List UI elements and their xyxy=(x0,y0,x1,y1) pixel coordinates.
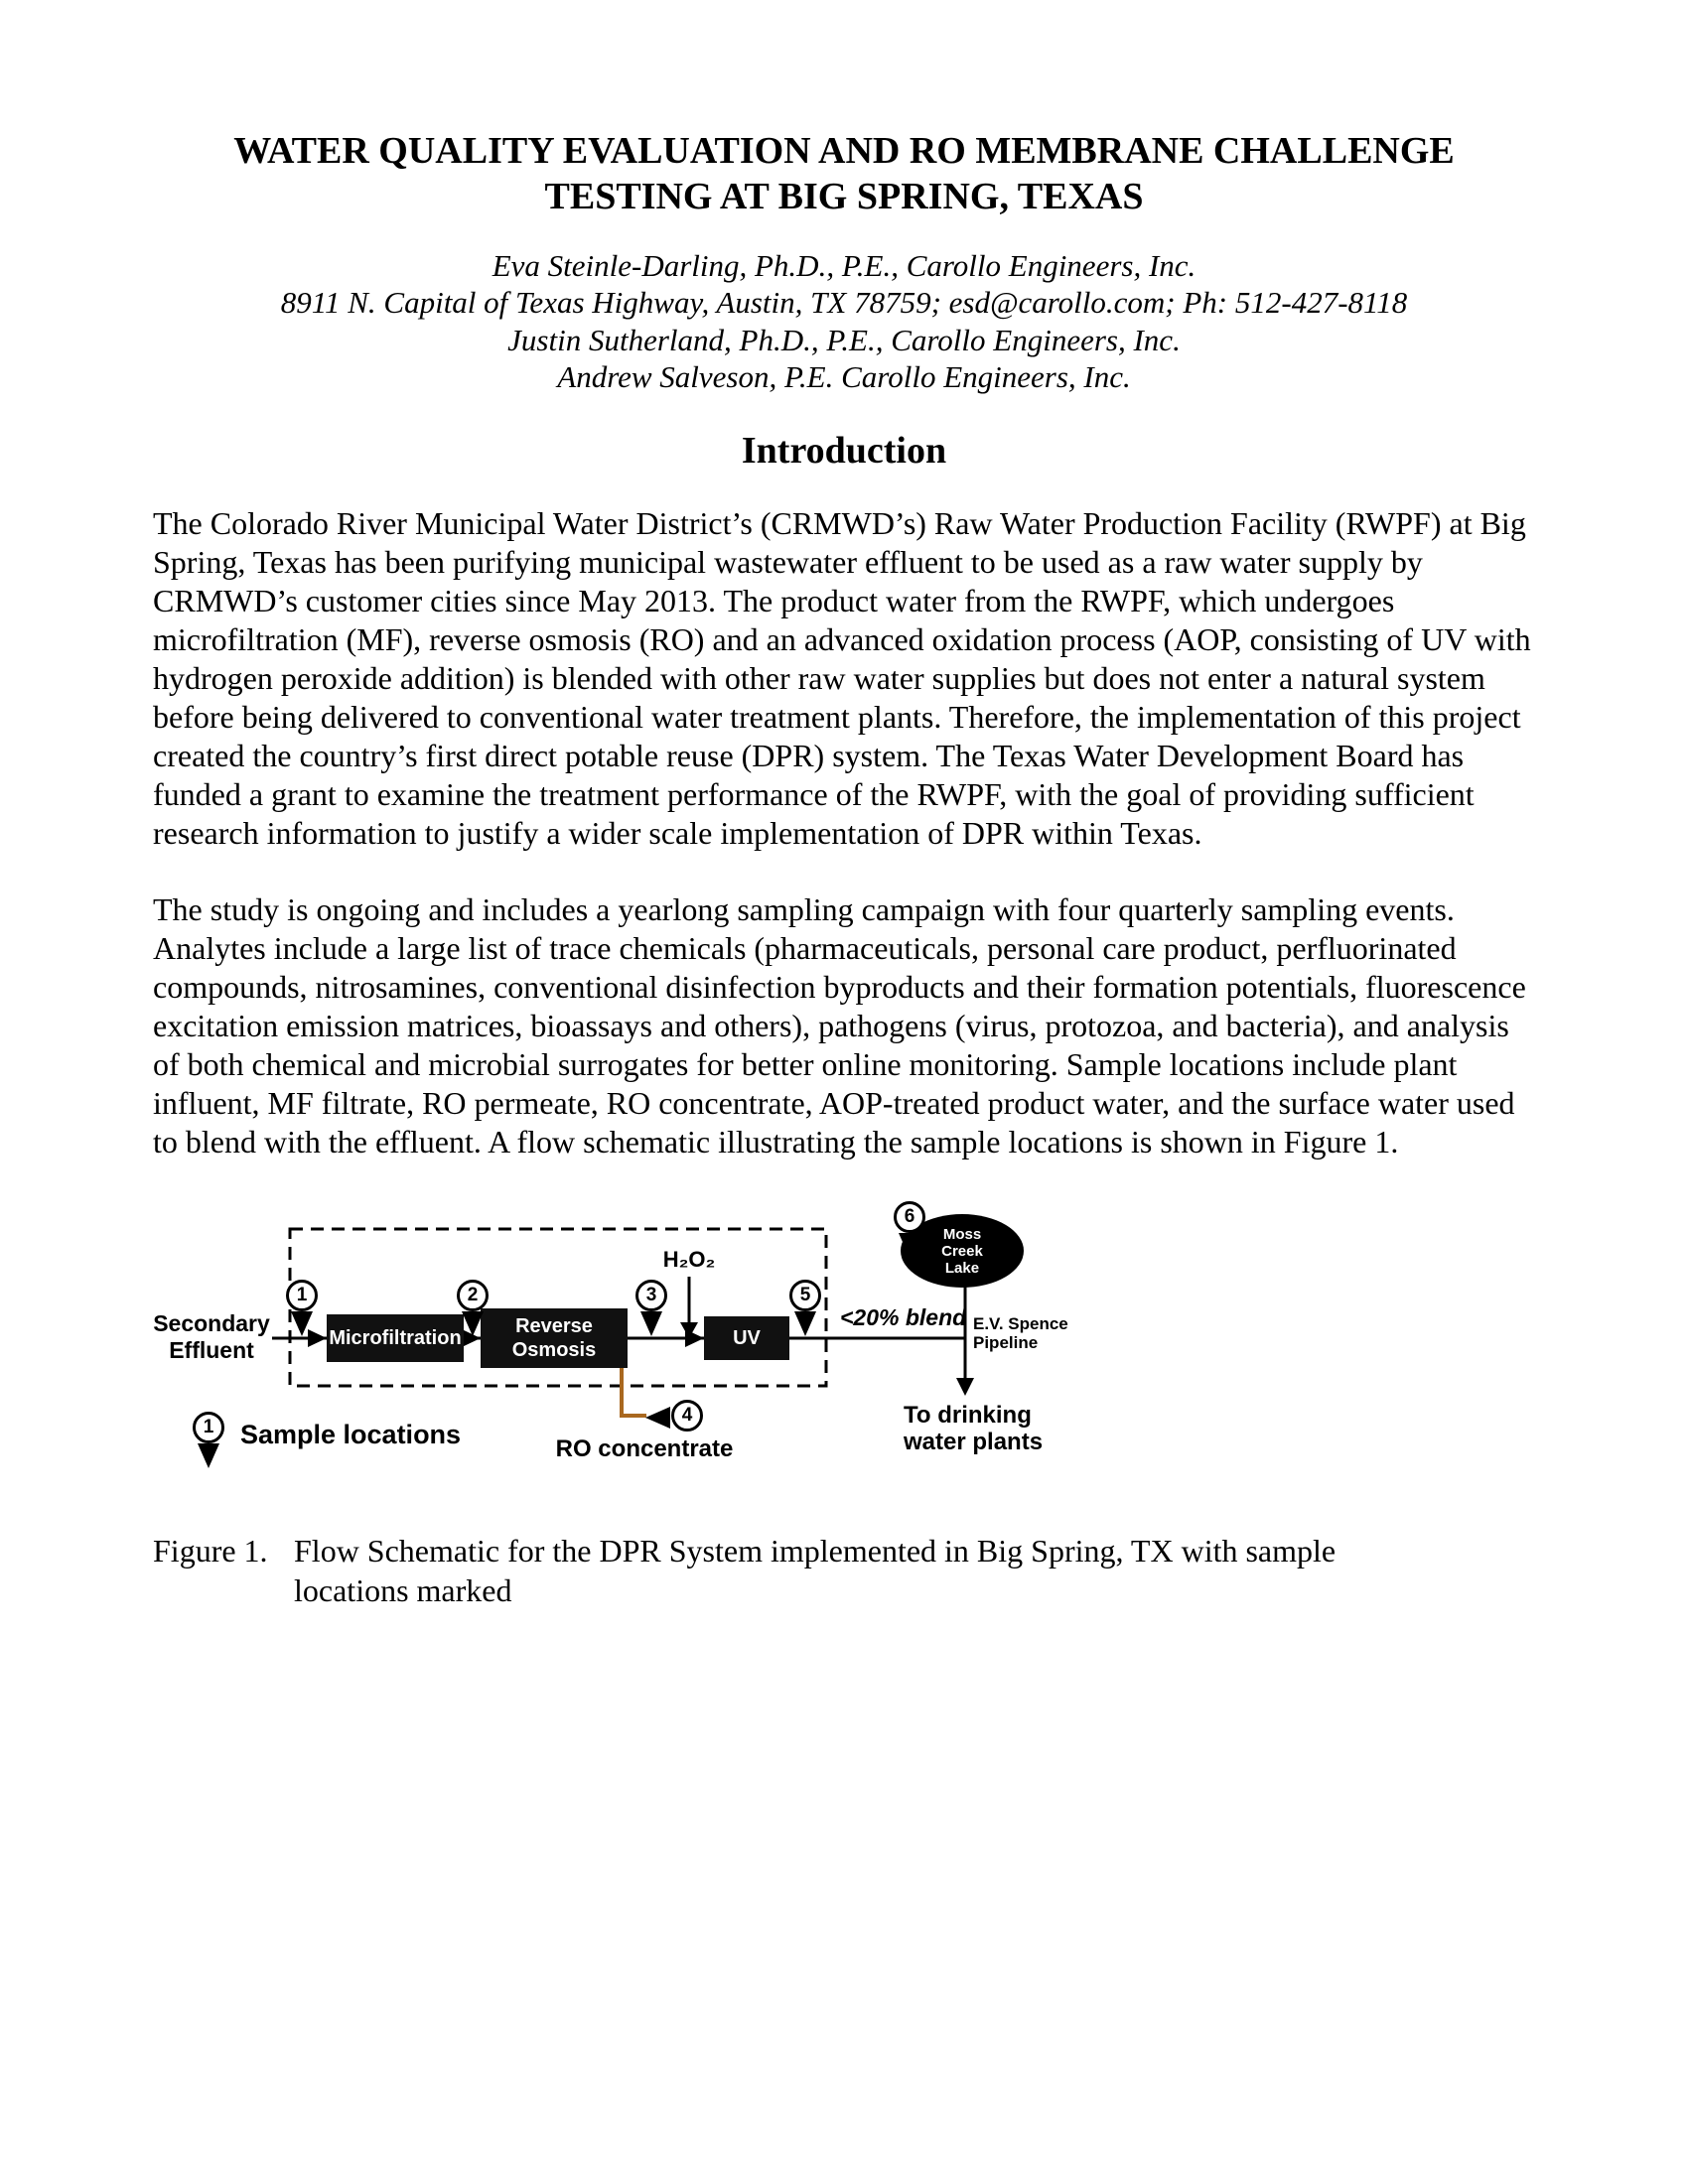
sample-location-marker-2: 2 xyxy=(456,1279,490,1336)
legend-pin-pointer-icon xyxy=(198,1442,219,1468)
author-line-3: Justin Sutherland, Ph.D., P.E., Carollo … xyxy=(507,322,1181,357)
figure-caption: Figure 1. Flow Schematic for the DPR Sys… xyxy=(153,1531,1535,1610)
author-line-2: 8911 N. Capital of Texas Highway, Austin… xyxy=(280,285,1408,321)
sample-location-marker-5: 5 xyxy=(788,1279,822,1336)
legend-pin-number: 1 xyxy=(193,1411,224,1443)
marker-4-number: 4 xyxy=(671,1399,703,1432)
marker-6-pointer-icon xyxy=(899,1232,920,1258)
paragraph-2: The study is ongoing and includes a year… xyxy=(153,890,1526,1160)
author-line-4: Andrew Salveson, P.E. Carollo Engineers,… xyxy=(557,358,1131,394)
marker-1-pointer-icon xyxy=(291,1310,313,1336)
section-heading-introduction: Introduction xyxy=(741,429,947,472)
sample-location-marker-4: 4 xyxy=(645,1399,703,1432)
figure-caption-label: Figure 1. xyxy=(153,1532,268,1569)
blend-percent-label: <20% blend xyxy=(840,1303,967,1330)
marker-2-number: 2 xyxy=(457,1279,489,1311)
sample-location-marker-3: 3 xyxy=(634,1279,668,1336)
moss-creek-lake-label: Moss Creek Lake xyxy=(941,1225,983,1277)
ro-concentrate-line xyxy=(620,1367,646,1418)
reverse-osmosis-box: Reverse Osmosis xyxy=(481,1307,628,1368)
arrow-to-drinking-water xyxy=(956,1377,974,1396)
sample-locations-legend-label: Sample locations xyxy=(240,1419,462,1449)
marker-5-pointer-icon xyxy=(794,1310,816,1336)
paragraph-1: The Colorado River Municipal Water Distr… xyxy=(153,504,1531,851)
secondary-effluent-label: Secondary Effluent xyxy=(153,1309,270,1363)
figure-1-flow-schematic: Microfiltration Reverse Osmosis UV Secon… xyxy=(153,1199,1535,1497)
ro-concentrate-label: RO concentrate xyxy=(555,1434,734,1462)
legend-sample-location-pin: 1 xyxy=(192,1411,225,1468)
marker-6-number: 6 xyxy=(894,1200,925,1233)
uv-box: UV xyxy=(704,1315,789,1360)
to-drinking-water-plants-label: To drinking water plants xyxy=(904,1401,1044,1455)
h2o2-arrowhead xyxy=(680,1321,698,1338)
ev-spence-pipeline-label: E.V. Spence Pipeline xyxy=(973,1313,1068,1352)
marker-1-number: 1 xyxy=(286,1279,318,1311)
page-title: WATER QUALITY EVALUATION AND RO MEMBRANE… xyxy=(233,130,1455,217)
h2o2-label: H₂O₂ xyxy=(662,1246,716,1272)
author-block: Eva Steinle-Darling, Ph.D., P.E., Caroll… xyxy=(153,247,1535,395)
marker-4-pointer-icon xyxy=(645,1407,670,1430)
marker-5-number: 5 xyxy=(789,1279,821,1311)
figure-caption-text: Flow Schematic for the DPR System implem… xyxy=(294,1532,1336,1608)
sample-location-marker-6: 6 xyxy=(893,1200,926,1258)
treatment-boundary-dashed-box xyxy=(288,1227,828,1388)
moss-creek-lake-shape xyxy=(901,1213,1024,1288)
marker-2-pointer-icon xyxy=(462,1310,484,1336)
marker-3-number: 3 xyxy=(635,1279,667,1311)
author-line-1: Eva Steinle-Darling, Ph.D., P.E., Caroll… xyxy=(492,248,1196,284)
microfiltration-box: Microfiltration xyxy=(327,1313,464,1362)
marker-3-pointer-icon xyxy=(640,1310,662,1336)
sample-location-marker-1: 1 xyxy=(285,1279,319,1336)
